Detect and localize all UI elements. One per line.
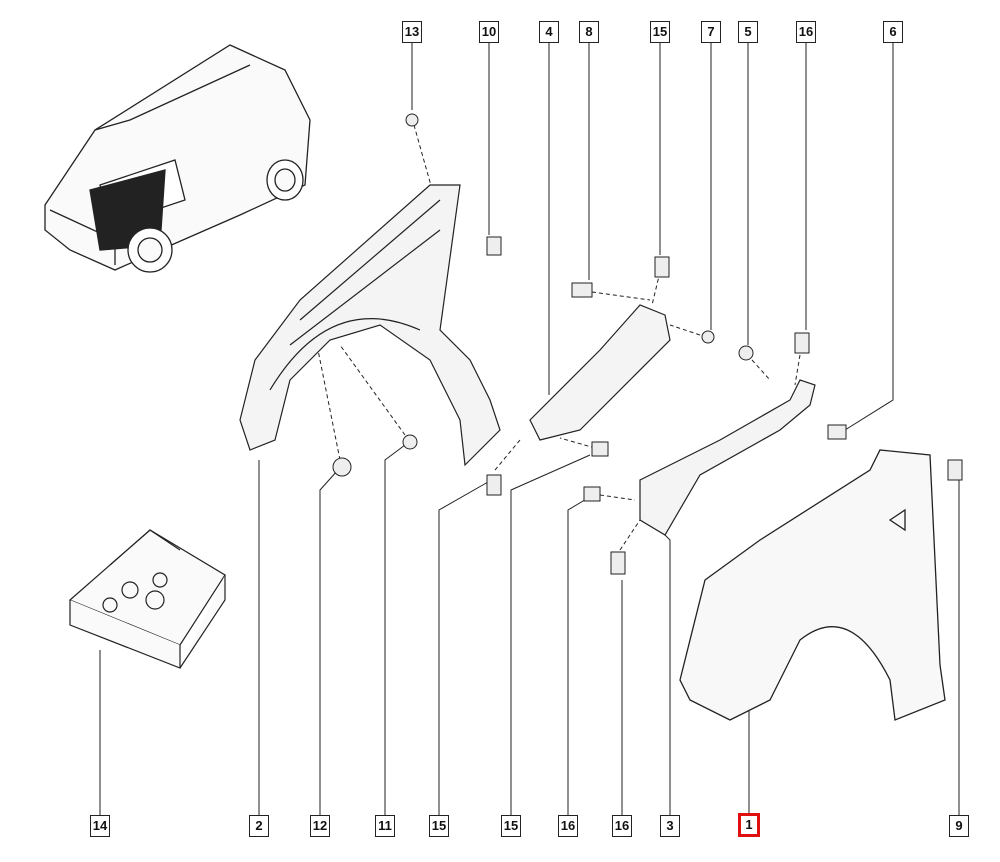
fender-bracket [529,304,816,536]
callout-5[interactable]: 5 [738,21,758,43]
callout-10[interactable]: 10 [479,21,499,43]
callout-15[interactable]: 15 [650,21,670,43]
callout-14[interactable]: 14 [90,815,110,837]
vehicle-illustration [44,44,311,273]
callout-8[interactable]: 8 [579,21,599,43]
fasteners [332,113,963,575]
callout-4[interactable]: 4 [539,21,559,43]
callout-15[interactable]: 15 [501,815,521,837]
leader-lines [99,42,960,815]
callout-9[interactable]: 9 [949,815,969,837]
front-fender [679,449,946,721]
callout-16[interactable]: 16 [612,815,632,837]
callout-12[interactable]: 12 [310,815,330,837]
callout-1-selected[interactable]: 1 [738,813,760,837]
callout-13[interactable]: 13 [402,21,422,43]
callout-6[interactable]: 6 [883,21,903,43]
fastener-kit-box [68,529,226,669]
callout-16[interactable]: 16 [558,815,578,837]
wheel-arch-liner [239,184,501,467]
callout-2[interactable]: 2 [249,815,269,837]
callout-15[interactable]: 15 [429,815,449,837]
callout-7[interactable]: 7 [701,21,721,43]
callout-11[interactable]: 11 [375,815,395,837]
callout-3[interactable]: 3 [660,815,680,837]
callout-16[interactable]: 16 [796,21,816,43]
